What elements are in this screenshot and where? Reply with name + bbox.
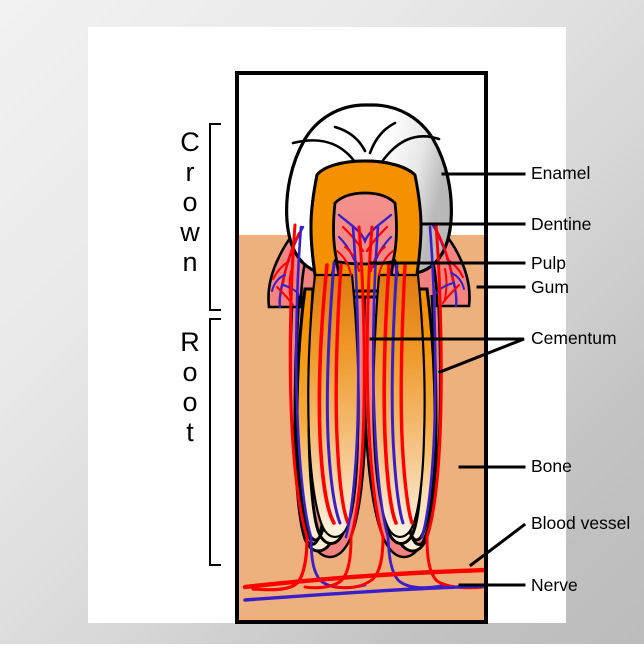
periodontal-vessels (288, 223, 443, 539)
root-vessel-bundles (317, 261, 414, 525)
main-neurovascular-bundle (242, 535, 484, 602)
label-root-letter-1: R (180, 327, 200, 357)
callout-label-bone: Bone (531, 456, 572, 476)
label-crown-letter-2: r (185, 157, 195, 187)
label-crown-letter-4: w (180, 217, 200, 247)
label-crown-letter-3: o (182, 187, 198, 217)
tooth-diagram-frame (235, 71, 488, 624)
label-root-letter-3: o (182, 387, 198, 417)
label-crown-letter-5: n (182, 247, 198, 277)
tooth-cross-section-illustration (239, 103, 484, 620)
label-root-letter-2: o (182, 357, 198, 387)
label-root-letter-4: t (186, 417, 194, 447)
callout-label-gum: Gum (531, 277, 569, 297)
callout-label-blood-vessel: Blood vessel (531, 513, 631, 533)
root-bracket (209, 318, 221, 566)
label-crown-letter-1: C (180, 127, 200, 157)
callout-label-enamel: Enamel (531, 163, 591, 183)
callout-label-dentine: Dentine (531, 214, 592, 234)
callout-label-cementum: Cementum (531, 328, 617, 348)
crown-bracket (209, 123, 221, 311)
callout-label-nerve: Nerve (531, 575, 578, 595)
callout-label-pulp: Pulp (531, 253, 567, 273)
